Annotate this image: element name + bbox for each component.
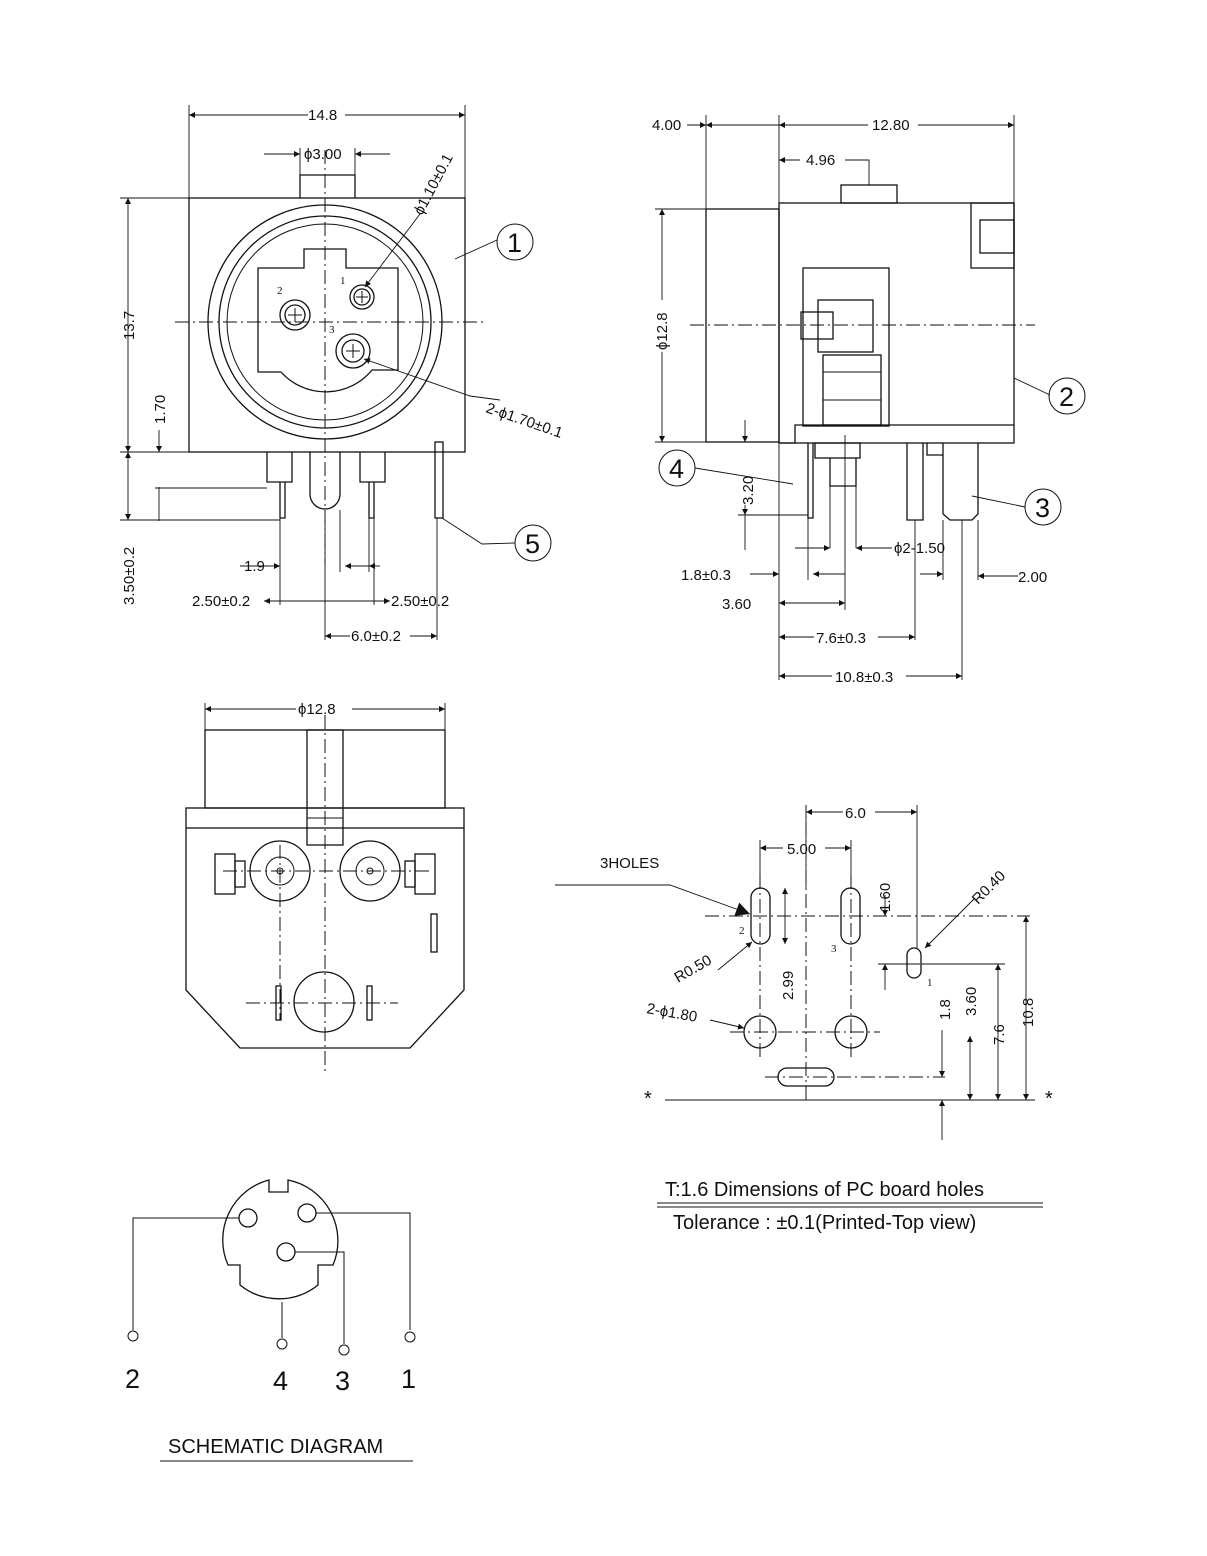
- bottom-diameter-label: ϕ12.8: [298, 701, 336, 718]
- side-pin-offset-label: 1.8±0.3: [681, 567, 731, 584]
- side-labels: 4.00 12.80 4.96 ϕ12.8 3.20 1.8±0.3 ϕ2-1.…: [652, 117, 1074, 686]
- pcb-holes-count-label: 3HOLES: [600, 855, 659, 872]
- callout-4-circle: [658, 449, 696, 487]
- callout-3-circle: [1024, 488, 1062, 526]
- side-body-depth-label: 12.80: [872, 117, 910, 134]
- callout-1-number: 1: [507, 228, 522, 258]
- front-plug-diameter-label: ϕ3.00: [304, 146, 342, 163]
- pcb-dim-5-label: 5.00: [787, 841, 816, 858]
- callout-2-circle: [1048, 377, 1086, 415]
- pcb-radius-large-label: R0.50: [672, 952, 715, 987]
- front-pin-label-3: 3: [329, 324, 335, 336]
- front-pin-width-label: 1.9: [244, 558, 265, 575]
- schematic-pin-1: 1: [401, 1364, 416, 1394]
- pcb-dim-360-label: 3.60: [963, 987, 980, 1016]
- bottom-labels: ϕ12.8: [298, 701, 336, 718]
- side-pin-diameter-label: ϕ2-1.50: [894, 540, 945, 557]
- schematic-pin-3: 3: [335, 1366, 350, 1396]
- front-pin-label-2: 2: [277, 285, 283, 297]
- pcb-dim-6-label: 6.0: [845, 805, 866, 822]
- side-view: [655, 115, 1086, 680]
- side-pins: [807, 443, 979, 521]
- front-spacing-total-label: 6.0±0.2: [351, 628, 401, 645]
- side-front-depth-label: 4.00: [652, 117, 681, 134]
- callout-2-number: 2: [1059, 382, 1074, 412]
- pcb-caption-title: T:1.6 Dimensions of PC board holes: [665, 1179, 984, 1201]
- pcb-dim-76-label: 7.6: [991, 1024, 1008, 1045]
- front-offset-label: 1.70: [152, 395, 169, 424]
- pcb-radius-small-label: R0.40: [969, 868, 1009, 908]
- side-dimensions: [655, 115, 1051, 680]
- callout-5-number: 5: [525, 529, 540, 559]
- side-pin-pos-3-label: 10.8±0.3: [835, 669, 893, 686]
- pcb-hole-label-1: 1: [927, 977, 933, 989]
- pcb-hole-label-2: 2: [739, 925, 745, 937]
- schematic-pin-2: 2: [125, 1364, 140, 1394]
- front-height-label: 13.7: [121, 311, 138, 340]
- schematic-labels: 2 4 3 1 SCHEMATIC DIAGRAM: [125, 1364, 416, 1458]
- front-spacing-left-label: 2.50±0.2: [192, 593, 250, 610]
- pcb-dim-299-label: 2.99: [780, 971, 797, 1000]
- callout-1-circle: [496, 223, 534, 261]
- schematic-title: SCHEMATIC DIAGRAM: [168, 1436, 383, 1458]
- pcb-dimensions: [555, 805, 1035, 1140]
- side-tab-offset-label: 4.96: [806, 152, 835, 169]
- side-diameter-label: ϕ12.8: [654, 312, 671, 350]
- pcb-dim-160-label: 1.60: [877, 883, 894, 912]
- callout-4-number: 4: [669, 454, 684, 484]
- front-spacing-right-label: 2.50±0.2: [391, 593, 449, 610]
- pcb-dim-108-label: 10.8: [1020, 998, 1037, 1027]
- pcb-round-holes-label: 2-ϕ1.80: [645, 1000, 698, 1026]
- pcb-caption-tolerance: Tolerance : ±0.1(Printed-Top view): [673, 1212, 976, 1234]
- bottom-dimensions: [205, 703, 445, 730]
- front-view: [120, 105, 552, 640]
- callout-3-number: 3: [1035, 493, 1050, 523]
- bottom-view: [185, 703, 465, 1075]
- schematic-pin-4: 4: [273, 1366, 288, 1396]
- callout-5-circle: [514, 524, 552, 562]
- front-labels: 14.8 ϕ3.00 ϕ1.10±0.1 13.7 1.70 2-ϕ1.70±0…: [121, 107, 565, 645]
- pcb-hole-label-3: 3: [831, 943, 837, 955]
- pcb-labels: 6.0 5.00 3HOLES 1.60 R0.40 R0.50 2.99 2-…: [600, 805, 1053, 1234]
- pcb-hole-shapes: [743, 887, 922, 1087]
- side-pin-height-label: 3.20: [740, 476, 757, 505]
- pcb-asterisk-left: *: [644, 1088, 652, 1110]
- front-dimensions: [120, 105, 516, 640]
- front-pin-holes-label: 2-ϕ1.70±0.1: [484, 400, 565, 442]
- front-pin-length-label: 3.50±0.2: [121, 547, 138, 605]
- schematic-diagram: [127, 1179, 416, 1462]
- side-pin-gap-label: 2.00: [1018, 569, 1047, 586]
- side-body-outline: [705, 184, 1015, 459]
- pcb-holes-view: [555, 805, 1035, 1140]
- side-pin-pos-2-label: 7.6±0.3: [816, 630, 866, 647]
- front-width-label: 14.8: [308, 107, 337, 124]
- front-pins: [266, 441, 444, 519]
- front-pin1-hole-label: ϕ1.10±0.1: [411, 151, 457, 218]
- front-pin-label-1: 1: [340, 275, 346, 287]
- pcb-caption-underline: [657, 1202, 1043, 1208]
- side-pin-pos-1-label: 3.60: [722, 596, 751, 613]
- pcb-asterisk-right: *: [1045, 1088, 1053, 1110]
- pcb-dim-18-label: 1.8: [937, 999, 954, 1020]
